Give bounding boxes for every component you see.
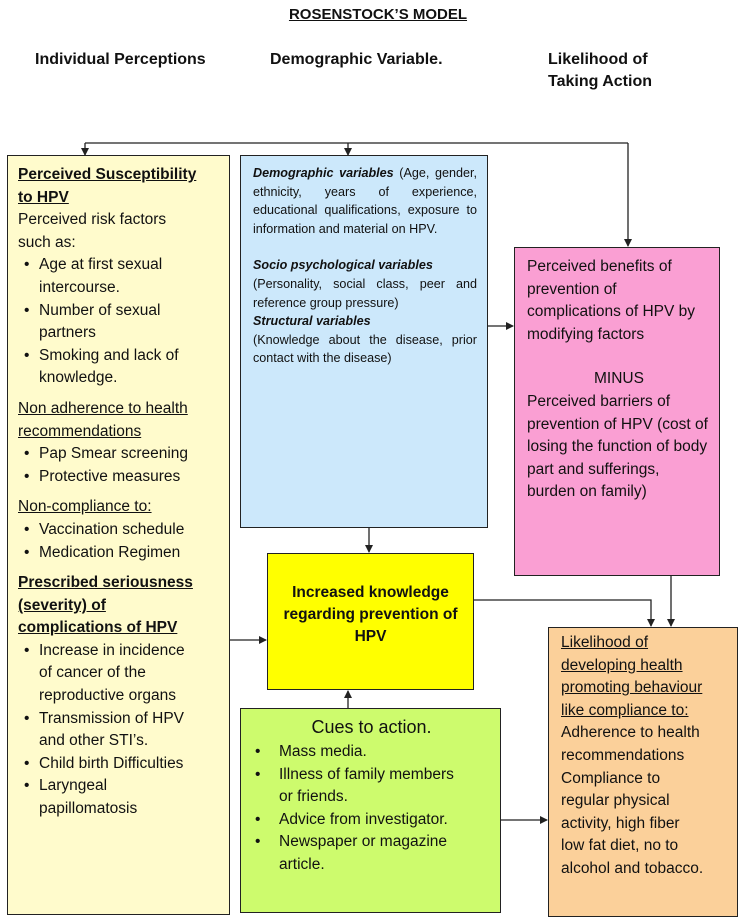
diagram-title: ROSENSTOCK’S MODEL (288, 6, 468, 23)
demographic-variables-detail: (Age, gender, ethnicity, years of experi… (253, 166, 477, 236)
demographic-variables-label: Demographic variables (253, 166, 394, 180)
benefits-barriers-box: Perceived benefits of prevention of comp… (514, 247, 720, 576)
cues-to-action-title: Cues to action. (311, 717, 432, 737)
structural-label: Structural variables (253, 314, 371, 329)
cues-to-action-box: Cues to action. Mass media. Illness of f… (240, 708, 501, 913)
nonadherence-heading: Non adherence to health recommendations (18, 398, 221, 443)
likelihood-box: Likelihood of developing health promotin… (548, 627, 738, 917)
column-heading-demographic: Demographic Variable. (270, 51, 443, 68)
susceptibility-heading-line2: to HPV (18, 188, 69, 206)
individual-perceptions-box: Perceived Susceptibility to HPV Perceive… (7, 155, 230, 915)
list-item: Child birth Difficulties (18, 753, 221, 776)
socio-psychological-detail: (Personality, social class, peer and ref… (253, 276, 477, 310)
seriousness-heading-line2: (severity) of (18, 596, 106, 614)
minus-label: MINUS (594, 370, 644, 388)
list-item: Protective measures (18, 466, 221, 489)
likelihood-body: Adherence to health recommendations Comp… (561, 724, 704, 877)
likelihood-heading: Likelihood of developing health promotin… (561, 634, 703, 719)
arrow-knowledge-to-likelihood (474, 599, 655, 627)
susceptibility-heading-line1: Perceived Susceptibility (18, 166, 197, 183)
perceived-benefits-text: Perceived benefits of prevention of comp… (527, 258, 695, 343)
risk-intro: Perceived risk factors such as: (18, 209, 221, 254)
socio-psychological-label: Socio psychological variables (253, 258, 433, 273)
nonadherence-heading-line2: recommendations (18, 422, 142, 440)
increased-knowledge-text: Increased knowledge regarding prevention… (283, 584, 458, 645)
list-item: Advice from investigator. (253, 809, 490, 832)
noncompliance-heading: Non-compliance to: (18, 498, 152, 516)
column-heading-likelihood-line1: Likelihood of (548, 51, 648, 68)
list-item: Vaccination schedule (18, 519, 221, 542)
seriousness-heading-line1: Prescribed seriousness (18, 574, 193, 592)
demographic-variables-box: Demographic variables (Age, gender, ethn… (240, 155, 488, 528)
column-heading-likelihood-line2: Taking Action (548, 73, 652, 90)
seriousness-heading-line3: complications of HPV (18, 619, 178, 637)
risk-intro-line2: such as: (18, 233, 76, 251)
list-item: Medication Regimen (18, 542, 221, 565)
noncompliance-list: Vaccination schedule Medication Regimen (18, 519, 221, 564)
column-heading-individual: Individual Perceptions (35, 51, 206, 68)
list-item: Mass media. (253, 741, 490, 764)
column-heading-likelihood: Likelihood of Taking Action (548, 49, 652, 93)
nonadherence-heading-line1: Non adherence to health (18, 399, 188, 417)
demographic-variables-text: Demographic variables (Age, gender, ethn… (253, 164, 477, 238)
seriousness-heading: Prescribed seriousness (severity) of com… (18, 572, 221, 640)
structural-detail: (Knowledge about the disease, prior cont… (253, 332, 477, 366)
nonadherence-list: Pap Smear screening Protective measures (18, 443, 221, 488)
risk-intro-line1: Perceived risk factors (18, 211, 167, 229)
susceptibility-heading: Perceived Susceptibility to HPV (18, 164, 221, 209)
list-item: Pap Smear screening (18, 443, 221, 466)
increased-knowledge-box: Increased knowledge regarding prevention… (267, 553, 474, 690)
cues-list: Mass media. Illness of family membersor … (253, 741, 490, 877)
perceived-barriers-text: Perceived barriers of prevention of HPV … (527, 392, 708, 501)
